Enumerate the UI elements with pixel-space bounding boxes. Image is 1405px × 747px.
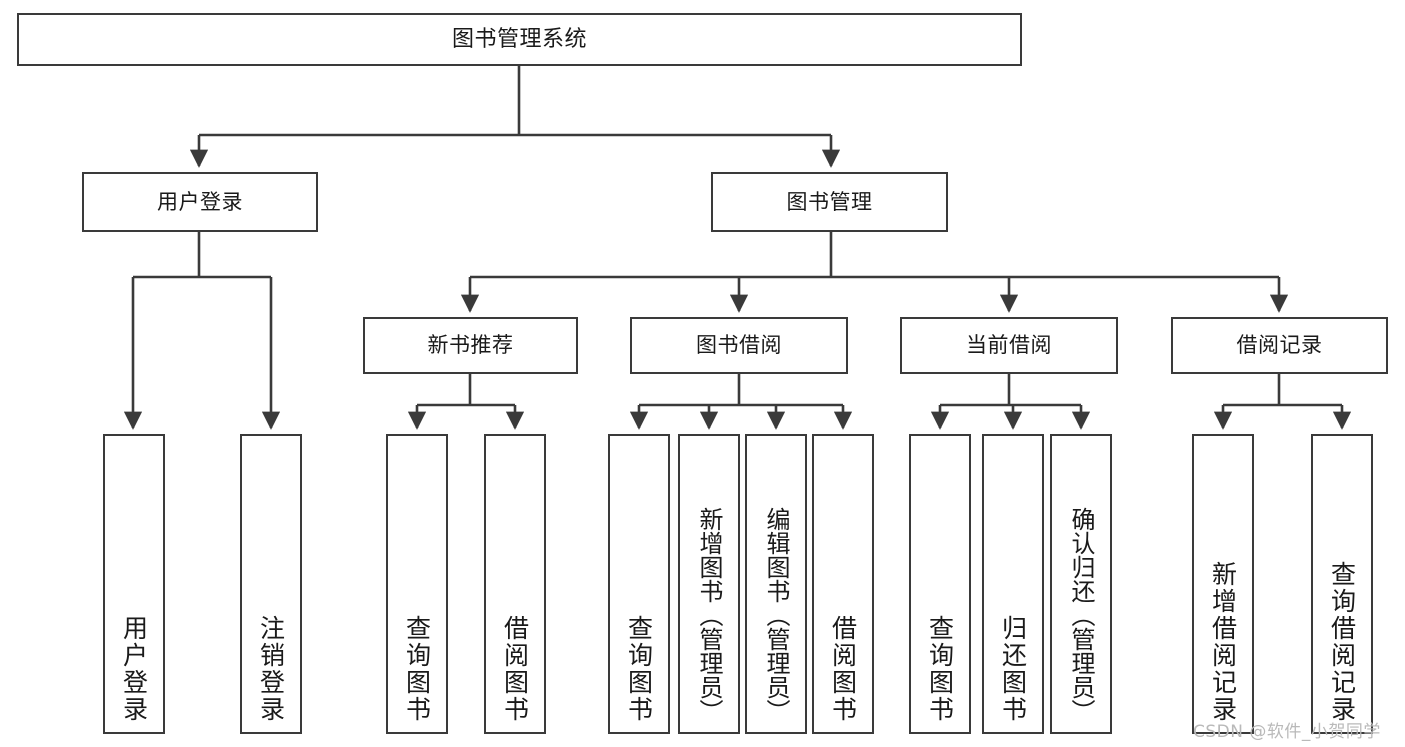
node-leaf-query-book-3[interactable]: 查询图书	[909, 434, 971, 734]
node-root[interactable]: 图书管理系统	[17, 13, 1022, 66]
node-leaf-add-record[interactable]: 新增借阅记录	[1192, 434, 1254, 734]
node-borrow-records[interactable]: 借阅记录	[1171, 317, 1388, 374]
node-leaf-query-book-1-label: 查询图书	[402, 615, 432, 723]
node-root-label: 图书管理系统	[451, 26, 587, 52]
node-leaf-user-login-label: 用户登录	[119, 615, 149, 723]
node-leaf-confirm-return[interactable]: 确认归还（管理员）	[1050, 434, 1112, 734]
node-leaf-confirm-return-label: 确认归还（管理员）	[1067, 507, 1095, 723]
node-leaf-user-login[interactable]: 用户登录	[103, 434, 165, 734]
node-leaf-return-book-label: 归还图书	[998, 615, 1028, 723]
node-book-manage[interactable]: 图书管理	[711, 172, 948, 232]
node-current-borrow-label: 当前借阅	[966, 333, 1052, 358]
node-user-login-label: 用户登录	[157, 189, 243, 214]
node-leaf-borrow-book-1[interactable]: 借阅图书	[484, 434, 546, 734]
node-leaf-query-book-2[interactable]: 查询图书	[608, 434, 670, 734]
node-leaf-borrow-book-2[interactable]: 借阅图书	[812, 434, 874, 734]
node-leaf-query-record-label: 查询借阅记录	[1327, 561, 1357, 723]
csdn-watermark: CSDN @软件_小贺同学	[1193, 722, 1381, 742]
node-leaf-add-book-label: 新增图书（管理员）	[695, 507, 723, 723]
node-leaf-add-book[interactable]: 新增图书（管理员）	[678, 434, 740, 734]
node-leaf-edit-book[interactable]: 编辑图书（管理员）	[745, 434, 807, 734]
node-leaf-edit-book-label: 编辑图书（管理员）	[762, 507, 790, 723]
node-book-borrow[interactable]: 图书借阅	[630, 317, 848, 374]
node-book-manage-label: 图书管理	[786, 189, 873, 214]
node-book-borrow-label: 图书借阅	[696, 333, 782, 358]
node-borrow-records-label: 借阅记录	[1236, 333, 1323, 358]
node-user-login[interactable]: 用户登录	[82, 172, 318, 232]
node-leaf-borrow-book-1-label: 借阅图书	[500, 615, 530, 723]
node-leaf-borrow-book-2-label: 借阅图书	[828, 615, 858, 723]
node-leaf-query-book-3-label: 查询图书	[925, 615, 955, 723]
node-leaf-query-book-2-label: 查询图书	[624, 615, 654, 723]
node-new-book-rec[interactable]: 新书推荐	[363, 317, 578, 374]
node-current-borrow[interactable]: 当前借阅	[900, 317, 1118, 374]
node-leaf-query-book-1[interactable]: 查询图书	[386, 434, 448, 734]
node-new-book-rec-label: 新书推荐	[427, 333, 514, 358]
node-leaf-return-book[interactable]: 归还图书	[982, 434, 1044, 734]
node-leaf-add-record-label: 新增借阅记录	[1208, 561, 1238, 723]
node-leaf-query-record[interactable]: 查询借阅记录	[1311, 434, 1373, 734]
node-leaf-logout-label: 注销登录	[256, 615, 286, 723]
node-leaf-logout[interactable]: 注销登录	[240, 434, 302, 734]
